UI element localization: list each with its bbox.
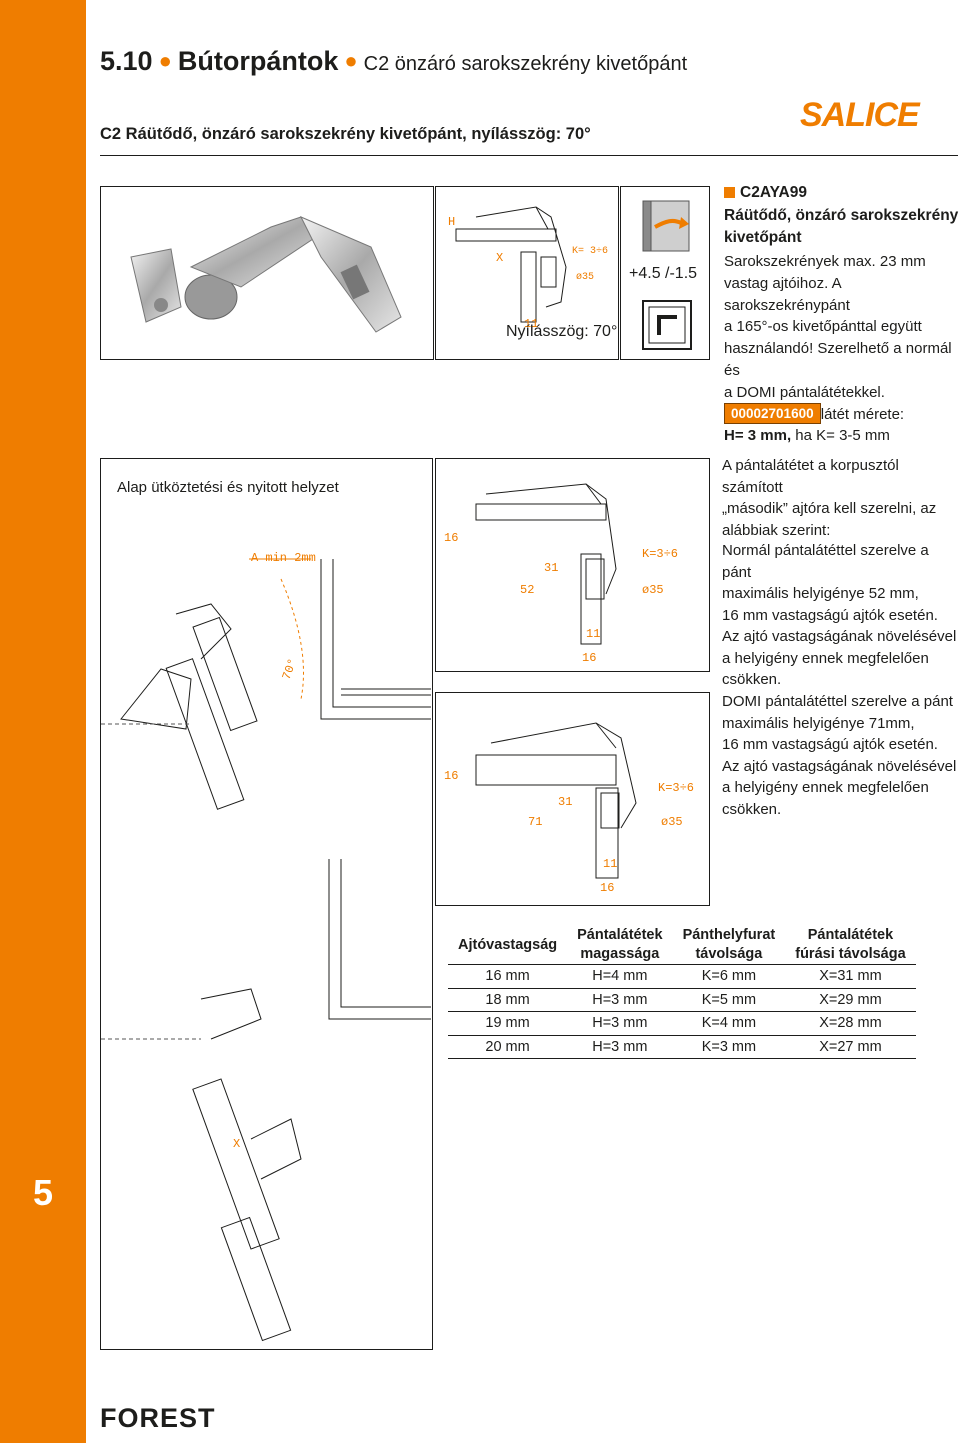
product-line: C2 önzáró sarokszekrény kivetőpánt — [363, 53, 688, 75]
product-subtitle: C2 Ráütődő, önzáró sarokszekrény kivetőp… — [100, 125, 591, 143]
d52-label: 52 — [520, 583, 534, 597]
table-cell: H=4 mm — [567, 964, 673, 989]
header-divider — [100, 155, 958, 156]
table-cell: H=3 mm — [567, 988, 673, 1012]
plate-intro-text: A pántalátétet a korpusztól számított „m… — [722, 457, 937, 539]
table-cell: K=3 mm — [672, 1035, 786, 1059]
k-label: K=3÷6 — [658, 781, 694, 795]
x-label: X — [233, 1137, 240, 1151]
a-min-label: A min 2mm — [251, 551, 316, 565]
normal-plate-diagram: 16 31 52 K=3÷6 ø35 11 16 — [435, 458, 710, 672]
base-position-diagram: Alap ütköztetési és nyitott helyzet A mi… — [100, 458, 433, 1350]
title-bullet-icon: ● — [344, 48, 358, 73]
mounting-icons: +4.5 /-1.5 — [620, 186, 710, 360]
eleven-label: 11 — [524, 317, 538, 331]
d71-label: 71 — [528, 815, 542, 829]
overlay-door-icon — [642, 200, 690, 252]
table-row: 16 mm H=4 mm K=6 mm X=31 mm — [448, 964, 916, 989]
adjust-range: +4.5 /-1.5 — [629, 265, 698, 282]
section-number: 5.10 — [100, 46, 153, 76]
d16-label: 16 — [600, 881, 614, 895]
table-row: 20 mm H=3 mm K=3 mm X=27 mm — [448, 1035, 916, 1059]
table-cell: 18 mm — [448, 988, 568, 1012]
d31-label: 31 — [558, 795, 572, 809]
d11-label: 11 — [586, 627, 600, 641]
hinge-photo-icon — [130, 216, 402, 333]
table-cell: X=27 mm — [785, 1035, 916, 1059]
table-cell: K=6 mm — [672, 964, 786, 989]
chapter-sidebar — [0, 0, 86, 1443]
normal-plate-text: Normál pántalátéttel szerelve a pánt max… — [722, 542, 957, 688]
table-cell: H=3 mm — [567, 1035, 673, 1059]
corner-cabinet-icon — [642, 300, 692, 350]
k-label: K=3÷6 — [642, 547, 678, 561]
x-label: X — [496, 251, 503, 265]
domi-plate-diagram: 16 31 71 K=3÷6 ø35 11 16 — [435, 692, 710, 906]
d31-label: 31 — [544, 561, 558, 575]
dia-label: ø35 — [576, 272, 594, 283]
h-label: H — [448, 215, 455, 229]
category-title: Bútorpántok — [177, 46, 339, 76]
table-cell: 16 mm — [448, 964, 568, 989]
table-row: 18 mm H=3 mm K=5 mm X=29 mm — [448, 988, 916, 1012]
base-position-title: Alap ütköztetési és nyitott helyzet — [117, 479, 339, 496]
forest-logo: FOREST — [100, 1403, 216, 1433]
opening-angle-diagram: H X K= 3÷6 ø35 11 Nyílásszög: 70° — [435, 186, 619, 360]
table-cell: X=29 mm — [785, 988, 916, 1012]
table-row: 19 mm H=3 mm K=4 mm X=28 mm — [448, 1011, 916, 1036]
table-cell: 20 mm — [448, 1035, 568, 1059]
page-number: 5 — [32, 1172, 54, 1213]
order-code-badge: 00002701600 — [724, 403, 821, 424]
table-cell: K=4 mm — [672, 1011, 786, 1036]
title-bullet-icon: ● — [158, 48, 172, 73]
dia-label: ø35 — [642, 583, 664, 597]
k-label: K= 3÷6 — [572, 246, 608, 257]
angle-label: Nyílásszög: 70° — [506, 323, 618, 340]
table-cell: K=5 mm — [672, 988, 786, 1012]
domi-plate-text: DOMI pántalátéttel szerelve a pánt maxim… — [722, 693, 957, 818]
product-description: Sarokszekrények max. 23 mm vastag ajtóih… — [724, 253, 952, 445]
dia-label: ø35 — [661, 815, 683, 829]
table-cell: X=31 mm — [785, 964, 916, 989]
d16-label: 16 — [582, 651, 596, 665]
table-cell: X=28 mm — [785, 1011, 916, 1036]
h16-label: 16 — [444, 531, 458, 545]
d11-label: 11 — [603, 857, 617, 871]
brand-logo: SALICE — [800, 96, 920, 134]
table-cell: H=3 mm — [567, 1011, 673, 1036]
h16-label: 16 — [444, 769, 458, 783]
page-title: 5.10●Bútorpántok●C2 önzáró sarokszekrény… — [100, 46, 687, 77]
product-code: C2AYA99 — [724, 184, 807, 202]
product-photo — [100, 186, 434, 360]
col-header-door-thickness: Ajtóvastagság — [448, 926, 568, 965]
angle-label: 70° — [280, 657, 301, 682]
table-cell: 19 mm — [448, 1011, 568, 1036]
square-bullet-icon — [724, 187, 735, 198]
